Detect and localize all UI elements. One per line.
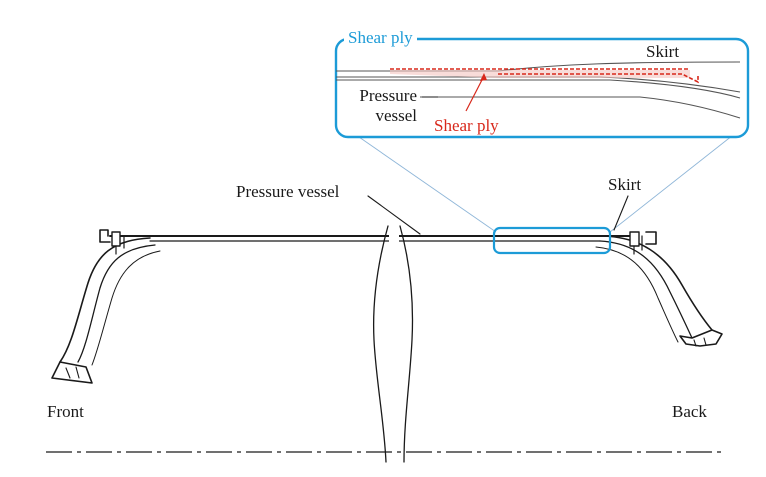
front-dome-outer [59,237,151,363]
back-foot [679,329,723,347]
back-dome-inner [599,240,693,339]
detail-highlight-box [492,226,612,255]
pressure-vessel-cross-section [51,195,723,463]
back-skirt-outer [599,235,713,331]
pressure-vessel-leader [367,195,421,235]
break-line-left [372,225,389,463]
inset-pressure-vessel-line2: vessel [375,106,417,125]
inset-title: Shear ply [344,29,417,46]
inset-shear-ply-leader [465,75,485,112]
break-line-right [399,225,414,463]
back-foot-detail [693,337,707,347]
front-label: Front [47,402,84,421]
back-bolt-stem [633,235,643,255]
inset-pressure-vessel-label: Pressure vessel [345,86,417,126]
inset-pressure-vessel-line1: Pressure [359,86,417,105]
back-bolt [629,231,640,247]
skirt-leader [613,195,629,231]
inset-shear-ply-label: Shear ply [434,116,499,135]
pressure-vessel-label: Pressure vessel [236,182,340,201]
inset-shear-ply-arrowhead [480,73,487,81]
front-bolt [111,231,121,247]
skirt-label: Skirt [608,175,642,194]
inset-connector-right [609,127,743,233]
front-dome-liner [91,250,161,366]
front-bolt-stem [115,235,125,255]
back-polar-fitting [645,231,657,245]
inset-skirt-label: Skirt [646,42,680,61]
inset-vessel-inner [420,96,741,119]
back-label: Back [672,402,707,421]
front-foot [51,361,93,384]
back-dome-liner [595,246,679,343]
front-polar-fitting [99,229,111,243]
inset-panel [334,37,750,139]
inset-connector-left [345,127,497,233]
break-gap [389,234,399,244]
inset-shear-ply [390,68,699,84]
inset-vessel-mid [336,79,741,99]
front-foot-detail [65,366,80,379]
front-dome-inner [77,244,156,363]
